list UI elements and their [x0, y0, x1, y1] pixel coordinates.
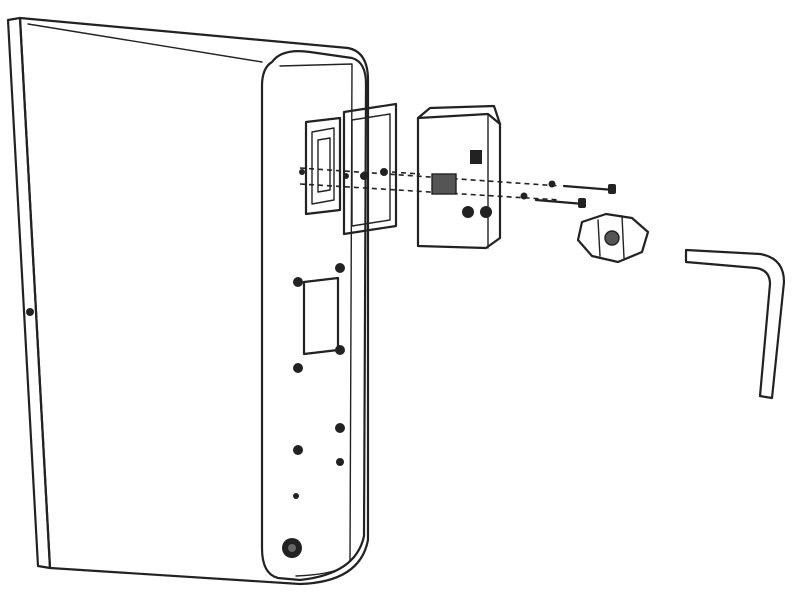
alignment-lines [299, 167, 561, 201]
hex-key-icon [684, 248, 786, 400]
screw-icon [520, 180, 616, 208]
mount-block-icon [416, 104, 502, 250]
speaker-cabinet-icon [6, 16, 370, 586]
bracket-plate-icon [342, 102, 398, 236]
nut-icon [576, 212, 650, 264]
